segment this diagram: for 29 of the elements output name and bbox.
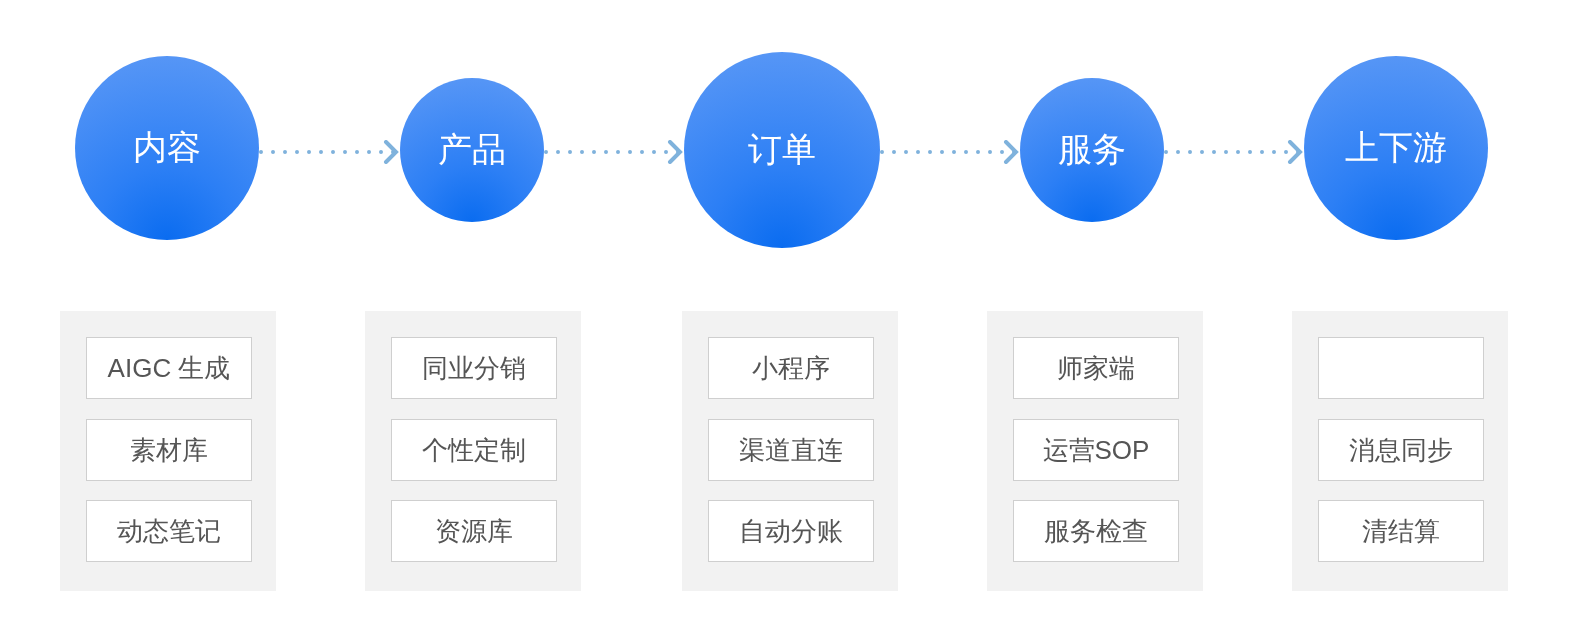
tag-box: 消息同步 — [1318, 419, 1484, 481]
card-panel — [365, 311, 581, 591]
tag-box: 小程序 — [708, 337, 874, 399]
stage-circle: 服务 — [1020, 78, 1164, 222]
stage-circle: 内容 — [75, 56, 259, 240]
tag-box: 自动分账 — [708, 500, 874, 562]
card-panel — [987, 311, 1203, 591]
tag-box: 动态笔记 — [86, 500, 252, 562]
tag-box: 师家端 — [1013, 337, 1179, 399]
tag-box: AIGC 生成 — [86, 337, 252, 399]
arrow — [1164, 140, 1304, 164]
tag-box: 渠道直连 — [708, 419, 874, 481]
arrow — [880, 140, 1020, 164]
card-panel — [1292, 311, 1508, 591]
stage-circle: 订单 — [684, 52, 880, 248]
tag-box: 素材库 — [86, 419, 252, 481]
stage-circle: 上下游 — [1304, 56, 1488, 240]
tag-box: 清结算 — [1318, 500, 1484, 562]
tag-box: 个性定制 — [391, 419, 557, 481]
tag-box: 服务检查 — [1013, 500, 1179, 562]
card-panel — [682, 311, 898, 591]
tag-box: 同业分销 — [391, 337, 557, 399]
tag-box — [1318, 337, 1484, 399]
tag-box: 运营SOP — [1013, 419, 1179, 481]
card-panel — [60, 311, 276, 591]
arrow — [544, 140, 684, 164]
arrow — [259, 140, 400, 164]
tag-box: 资源库 — [391, 500, 557, 562]
stage-circle: 产品 — [400, 78, 544, 222]
